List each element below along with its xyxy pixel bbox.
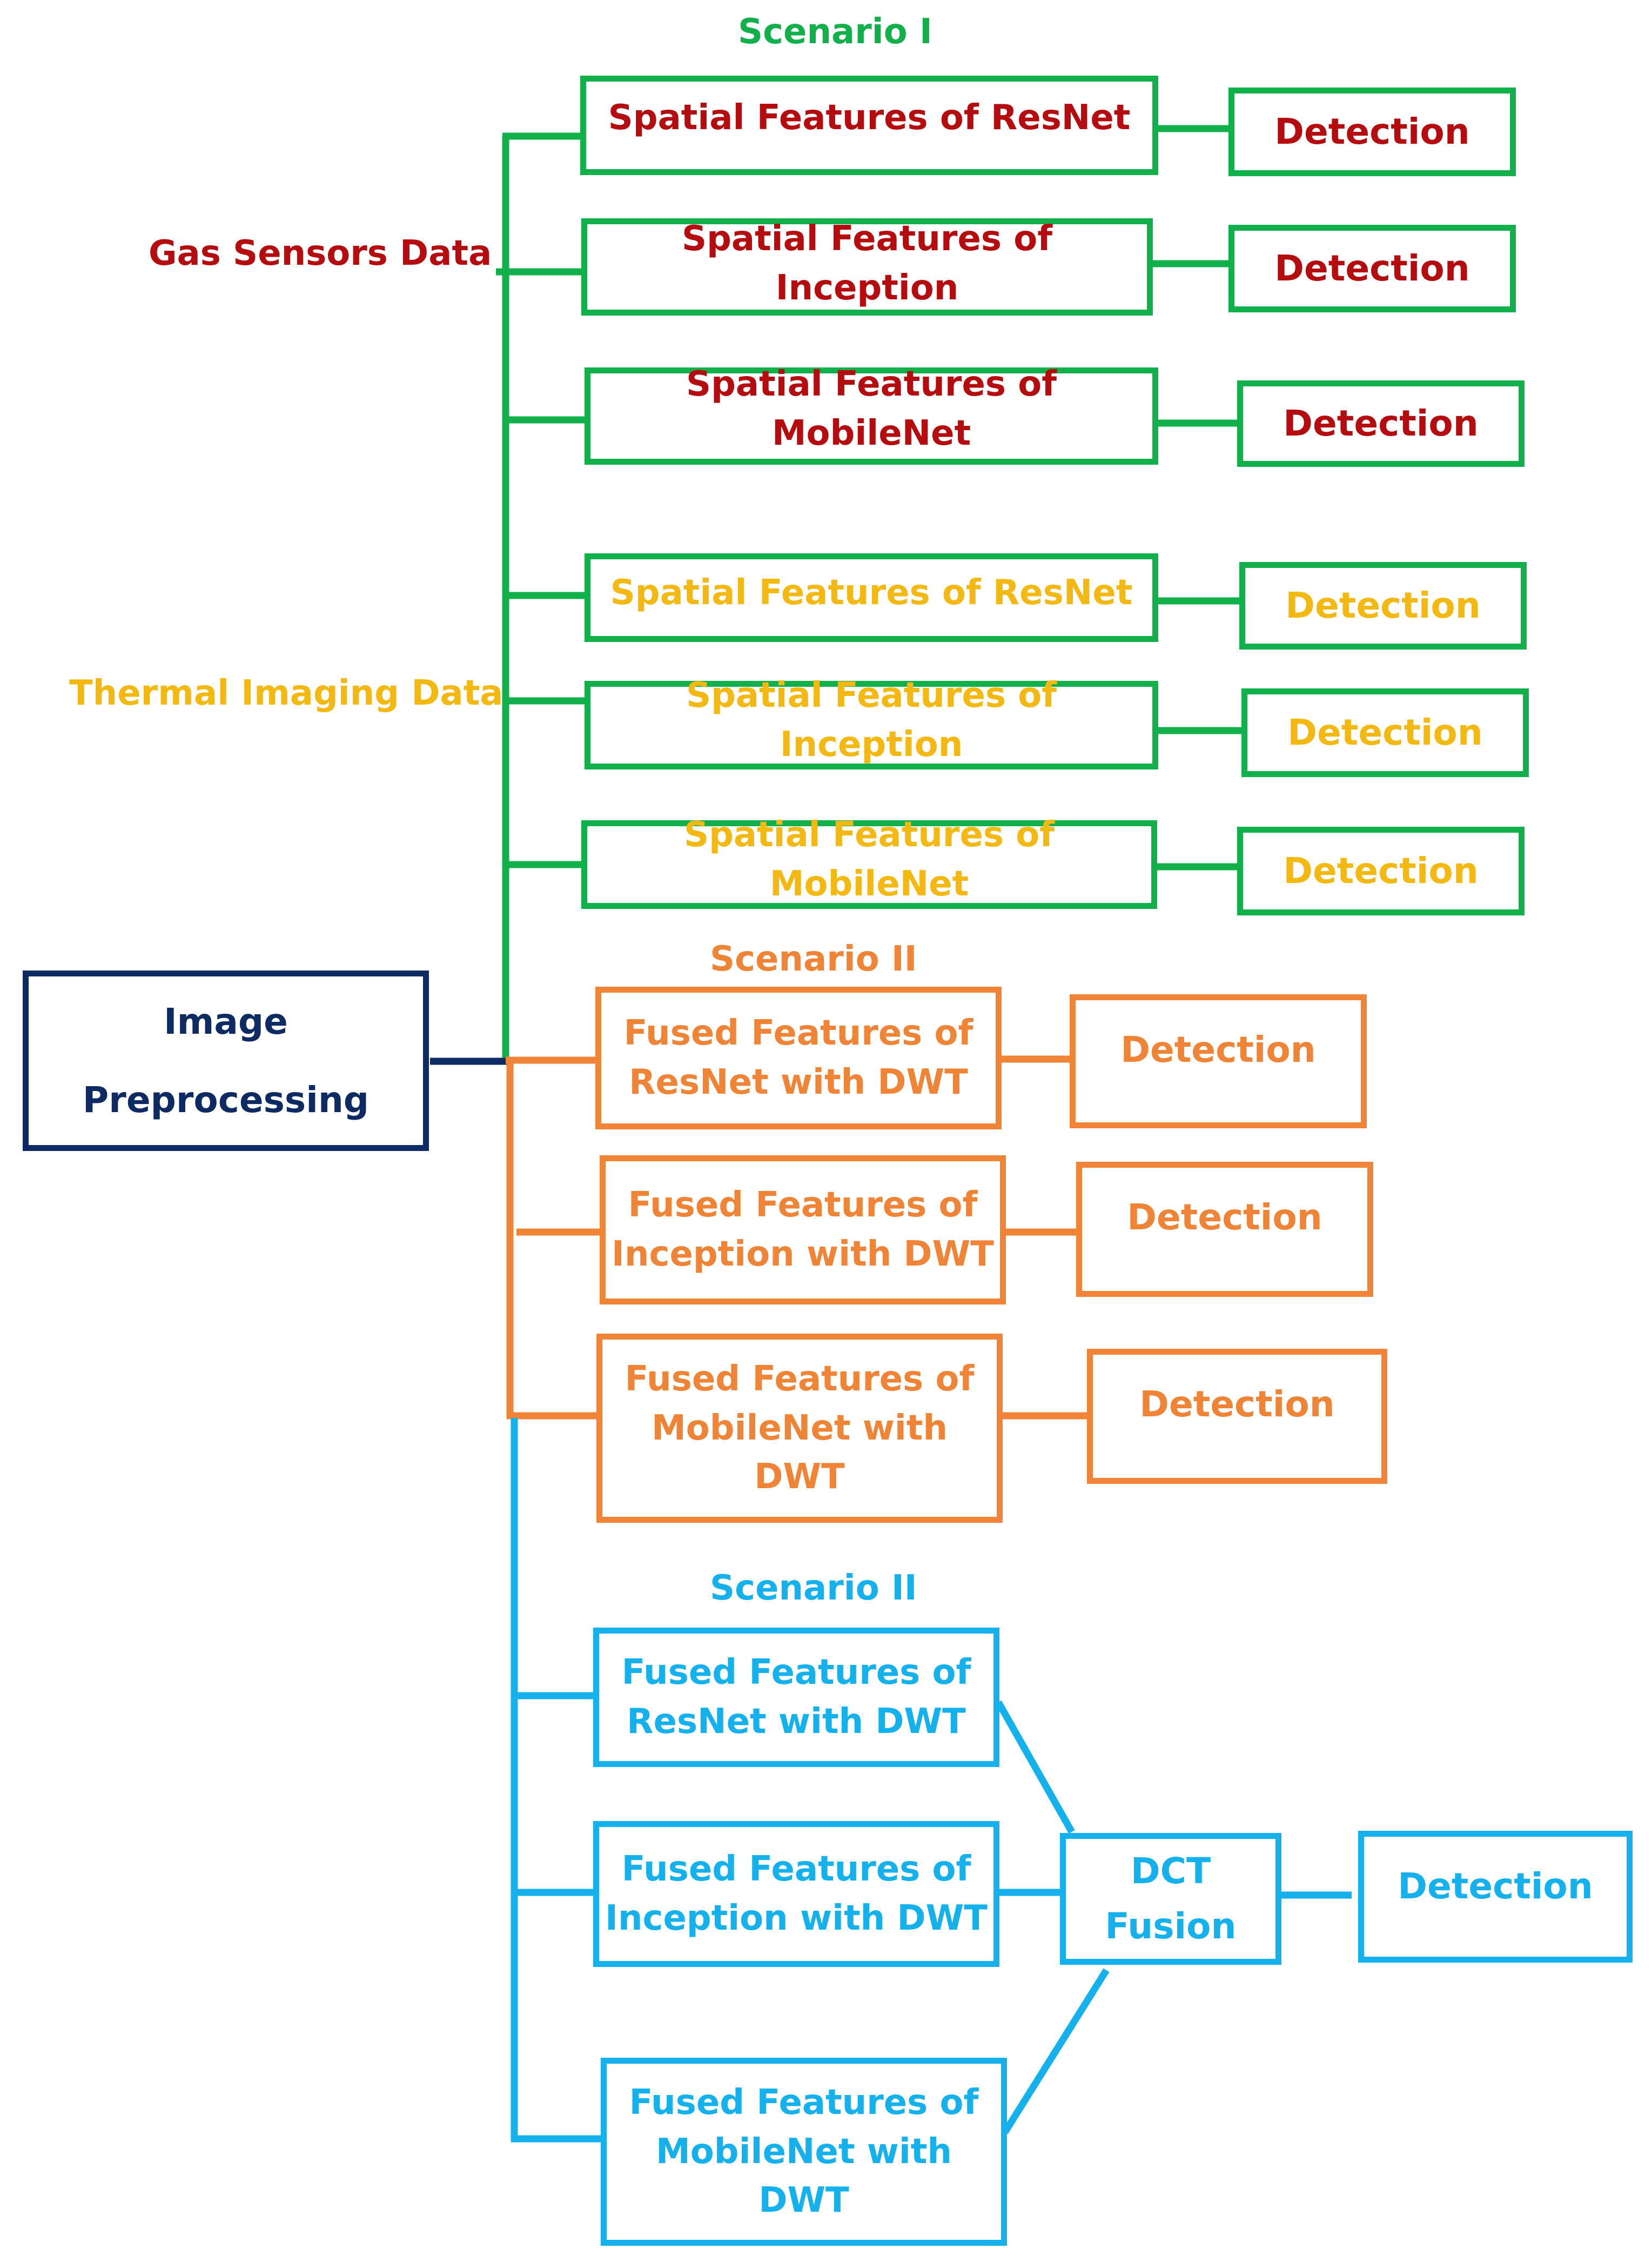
thermal-inception-detection-box: Detection <box>1241 688 1529 777</box>
root-line-2: Preprocessing <box>82 1079 370 1121</box>
scenario3-heading: Scenario II <box>710 1568 917 1608</box>
s3-mobilenet-fused-box: Fused Features of MobileNet with DWT <box>601 2058 1007 2246</box>
image-preprocessing-box: Image Preprocessing <box>23 971 429 1151</box>
scenario1-heading: Scenario I <box>738 12 932 52</box>
gas-resnet-feature-box: Spatial Features of ResNet <box>580 76 1158 175</box>
s2-resnet-fused-box: Fused Features of ResNet with DWT <box>595 987 1002 1129</box>
gas-sensors-label: Gas Sensors Data <box>149 233 492 273</box>
scenario2-heading: Scenario II <box>710 939 917 979</box>
s2-resnet-detection-box: Detection <box>1070 994 1367 1128</box>
gas-mobilenet-detection-box: Detection <box>1237 380 1525 467</box>
s2-mobilenet-fused-box: Fused Features of MobileNet with DWT <box>596 1334 1003 1523</box>
gas-inception-detection-box: Detection <box>1228 225 1516 312</box>
link-resnet-dct <box>995 1700 1075 1834</box>
s3-inception-fused-box: Fused Features of Inception with DWT <box>593 1821 999 1967</box>
gas-inception-feature-box: Spatial Features of Inception <box>581 218 1153 316</box>
thermal-inception-feature-box: Spatial Features of Inception <box>585 675 1158 769</box>
gas-resnet-detection-box: Detection <box>1228 88 1516 176</box>
s3-resnet-fused-box: Fused Features of ResNet with DWT <box>593 1628 999 1767</box>
s2-mobilenet-detection-box: Detection <box>1087 1349 1387 1484</box>
thermal-imaging-label: Thermal Imaging Data <box>69 673 503 713</box>
thermal-resnet-detection-box: Detection <box>1239 562 1527 650</box>
gas-mobilenet-feature-box: Spatial Features of MobileNet <box>585 364 1158 465</box>
link-mobilenet-dct <box>1002 1968 1110 2134</box>
s2-inception-fused-box: Fused Features of Inception with DWT <box>600 1155 1006 1304</box>
thermal-mobilenet-detection-box: Detection <box>1237 827 1525 915</box>
thermal-mobilenet-feature-box: Spatial Features of MobileNet <box>581 815 1157 909</box>
thermal-resnet-feature-box: Spatial Features of ResNet <box>585 553 1158 642</box>
s3-detection-box: Detection <box>1358 1831 1633 1963</box>
root-line-1: Image <box>164 1000 288 1042</box>
s2-inception-detection-box: Detection <box>1076 1162 1373 1297</box>
dct-fusion-box: DCT Fusion <box>1060 1833 1281 1965</box>
